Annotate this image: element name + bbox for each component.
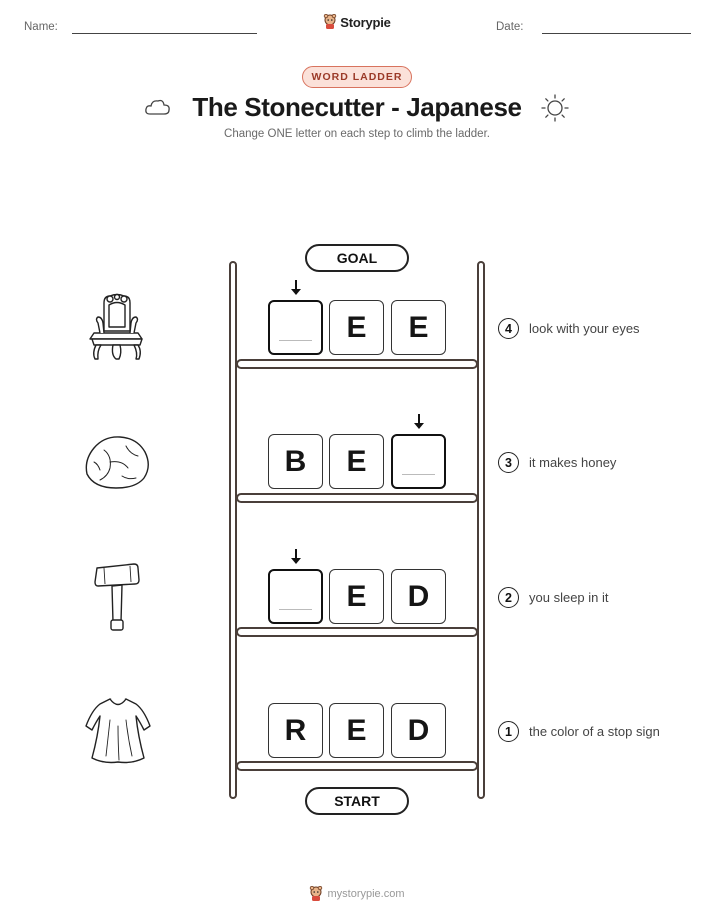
letter-box: R bbox=[268, 703, 323, 758]
start-label: START bbox=[305, 787, 409, 815]
arrow-down-icon bbox=[291, 549, 301, 564]
footer: mystorypie.com bbox=[0, 886, 714, 902]
date-label: Date: bbox=[496, 21, 524, 33]
letter-box-blank[interactable] bbox=[268, 569, 323, 624]
letter-box: E bbox=[329, 300, 384, 355]
ladder-rail-left bbox=[229, 261, 237, 799]
clue-text: look with your eyes bbox=[529, 321, 640, 336]
brand-name: Storypie bbox=[340, 14, 391, 30]
chair-icon bbox=[89, 293, 143, 360]
instructions: Change ONE letter on each step to climb … bbox=[224, 128, 490, 140]
name-field[interactable] bbox=[72, 33, 257, 34]
ladder-rail-right bbox=[477, 261, 485, 799]
letter-box: E bbox=[329, 703, 384, 758]
sun-icon bbox=[541, 94, 569, 122]
letter-box-blank[interactable] bbox=[268, 300, 323, 355]
letter-box: E bbox=[329, 569, 384, 624]
clue-text: it makes honey bbox=[529, 455, 617, 470]
name-label: Name: bbox=[24, 21, 58, 33]
arrow-down-icon bbox=[291, 280, 301, 295]
ladder-rung bbox=[236, 761, 478, 771]
letter-box: E bbox=[391, 300, 446, 355]
ladder-rung bbox=[236, 627, 478, 637]
page-title: The Stonecutter - Japanese bbox=[192, 92, 522, 122]
clue-number: 4 bbox=[498, 318, 519, 339]
ladder-rung bbox=[236, 359, 478, 369]
brand-logo: Storypie bbox=[0, 14, 714, 30]
robe-icon bbox=[85, 698, 151, 764]
letter-box: D bbox=[391, 703, 446, 758]
letter-box: D bbox=[391, 569, 446, 624]
clue-text: you sleep in it bbox=[529, 590, 609, 605]
hammer-icon bbox=[94, 563, 140, 631]
word-ladder-badge: WORD LADDER bbox=[0, 66, 714, 88]
letter-box: E bbox=[329, 434, 384, 489]
date-field[interactable] bbox=[542, 33, 691, 34]
clue-number: 1 bbox=[498, 721, 519, 742]
goal-label: GOAL bbox=[305, 244, 409, 272]
clue-number: 3 bbox=[498, 452, 519, 473]
arrow-down-icon bbox=[414, 414, 424, 429]
cloud-icon bbox=[145, 99, 170, 115]
ladder-rung bbox=[236, 493, 478, 503]
footer-url[interactable]: mystorypie.com bbox=[327, 888, 405, 900]
storypie-mascot-icon bbox=[310, 886, 323, 901]
letter-box-blank[interactable] bbox=[391, 434, 446, 489]
clue-number: 2 bbox=[498, 587, 519, 608]
letter-box: B bbox=[268, 434, 323, 489]
rock-icon bbox=[85, 436, 149, 489]
storypie-mascot-icon bbox=[324, 14, 337, 29]
clue-text: the color of a stop sign bbox=[529, 724, 660, 739]
